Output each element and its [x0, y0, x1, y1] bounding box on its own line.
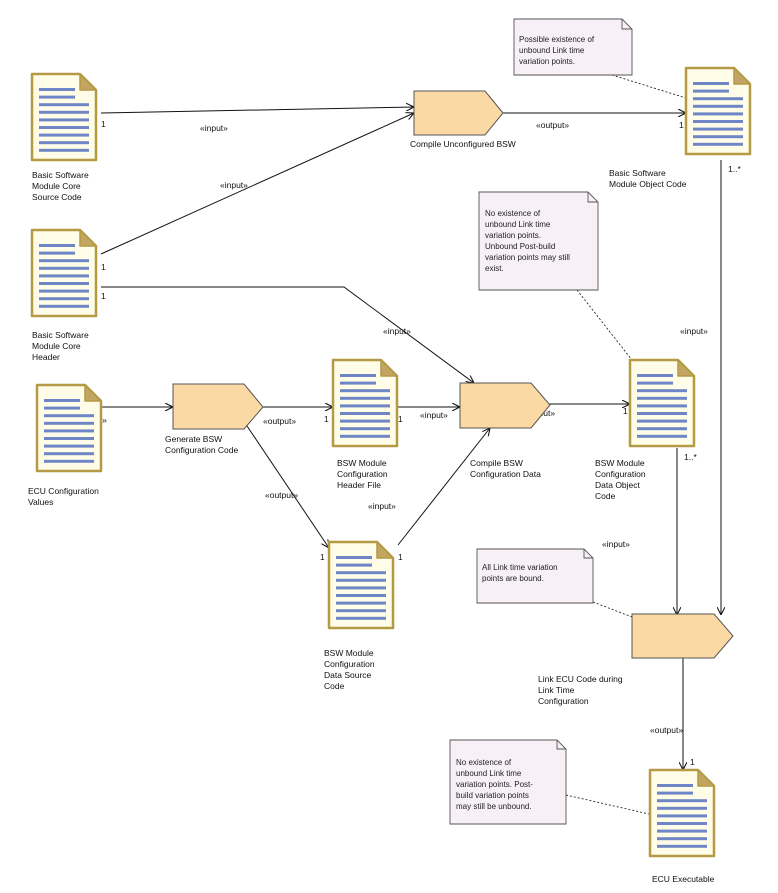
note3-anchor	[592, 601, 633, 618]
activity-compile-unconfigured-bsw[interactable]: Compile Unconfigured BSW	[410, 90, 516, 149]
mult-many-cfg-object: 1..*	[684, 452, 697, 462]
stereo-input-3: «input»	[383, 326, 411, 336]
stereo-output-5: «output»	[650, 725, 683, 735]
stereo-input-2: «input»	[220, 180, 248, 190]
note4-anchor	[565, 794, 650, 815]
mult-1-core-source: 1	[101, 119, 106, 129]
stereo-input-1: «input»	[200, 123, 228, 133]
activity-shape	[459, 382, 551, 429]
edges	[100, 74, 721, 815]
artifact-ecu-executable[interactable]: ECU Executable	[648, 768, 716, 884]
document-icon	[327, 540, 395, 630]
note2-anchor	[576, 289, 633, 361]
note-fold	[587, 192, 598, 203]
stereo-input-7: «input»	[680, 326, 708, 336]
mult-1-cfg-source-in: 1	[320, 552, 325, 562]
document-icon	[30, 72, 98, 162]
stereo-input-6: «input»	[368, 501, 396, 511]
stereo-output-4: «output»	[265, 490, 298, 500]
mult-1-core-header-b: 1	[101, 291, 106, 301]
document-icon	[30, 228, 98, 318]
mult-1-cfg-header-in: 1	[324, 414, 329, 424]
document-icon	[628, 358, 696, 448]
edge-generate-to-cfg-source[interactable]	[244, 422, 329, 548]
stereo-output-1: «output»	[536, 120, 569, 130]
edge-core-header-to-compile-cfg[interactable]	[101, 286, 474, 383]
mult-1-cfg-source-out: 1	[398, 552, 403, 562]
note-fold	[621, 19, 632, 30]
note-shape	[478, 191, 599, 291]
edge-core-header-to-compile-unconf[interactable]	[100, 113, 414, 255]
note-fold	[556, 740, 566, 750]
activity-shape	[413, 90, 504, 136]
activity-shape	[172, 383, 264, 430]
activity-label: Compile Unconfigured BSW	[410, 139, 516, 149]
document-icon	[648, 768, 716, 858]
mult-1-cfg-object: 1	[623, 406, 628, 416]
mult-many-object-code: 1..*	[728, 164, 741, 174]
mult-1-ecu-executable: 1	[690, 757, 695, 767]
artifact-label: ECU Executable	[652, 874, 715, 884]
activity-shape	[631, 613, 734, 659]
note-shape	[449, 739, 567, 825]
stereo-input-8: «input»	[602, 539, 630, 549]
document-icon	[35, 383, 103, 473]
edge-cfg-source-to-compile-cfg[interactable]	[397, 428, 490, 546]
note-fold	[583, 549, 593, 559]
edge-labels: «input» «input» «output» «input» «input»…	[79, 119, 741, 767]
edge-core-source-to-compile-unconf[interactable]	[100, 107, 414, 114]
mult-1-core-header-a: 1	[101, 262, 106, 272]
document-icon	[331, 358, 399, 448]
note-shape	[513, 18, 633, 76]
note1-anchor	[611, 74, 687, 99]
mult-1-object-code: 1	[679, 120, 684, 130]
stereo-output-2: «output»	[263, 416, 296, 426]
mult-1-cfg-header-out: 1	[398, 414, 403, 424]
document-icon	[684, 66, 752, 156]
note-shape	[476, 548, 594, 604]
stereo-input-5: «input»	[420, 410, 448, 420]
